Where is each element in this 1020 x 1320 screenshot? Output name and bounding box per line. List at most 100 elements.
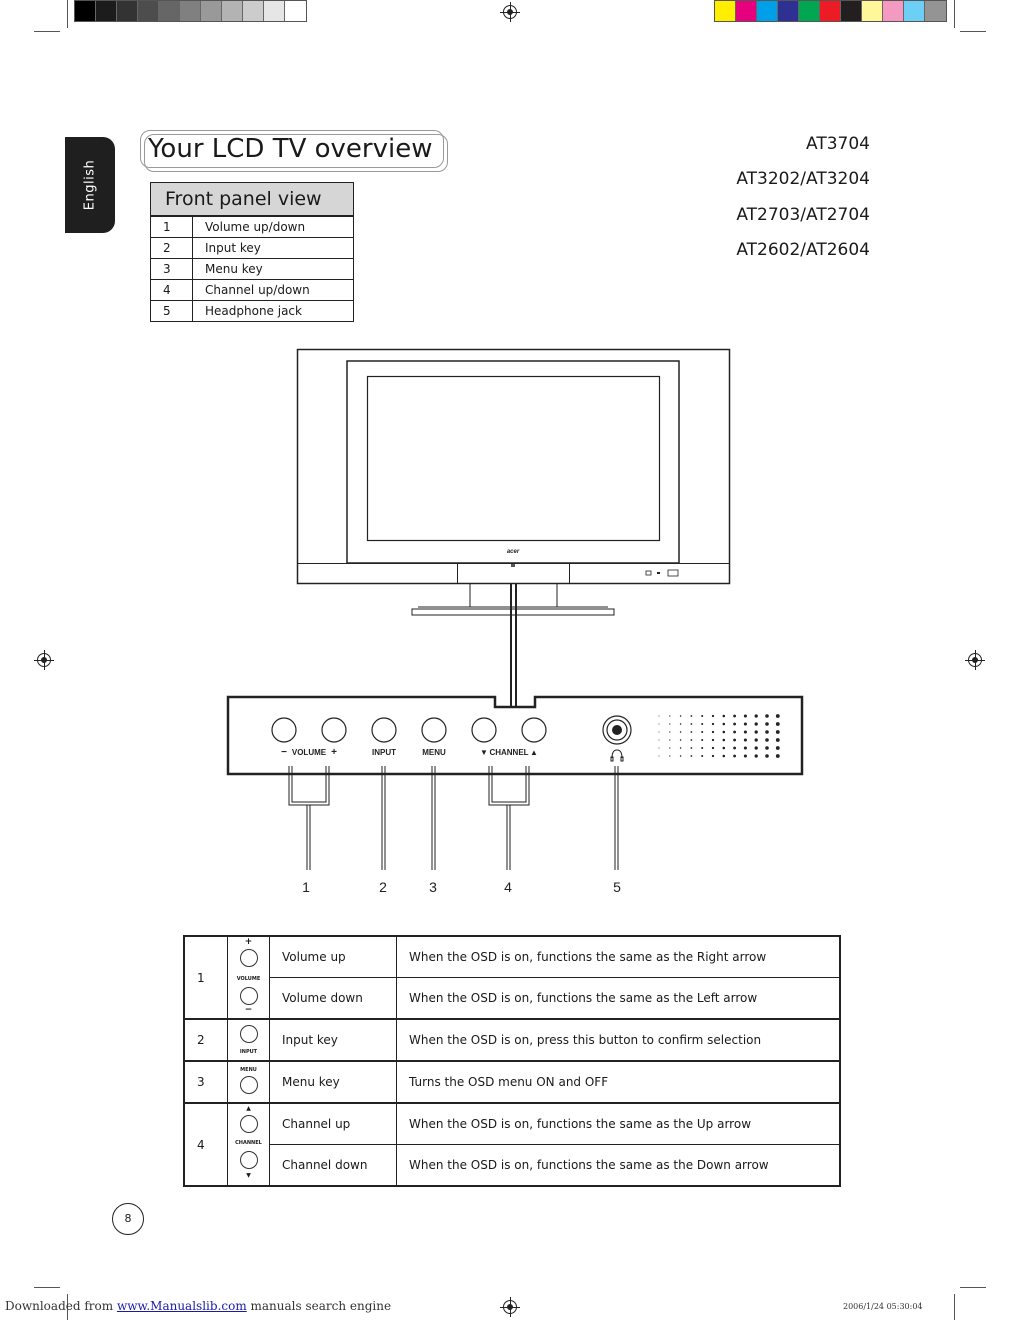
key-group-number: 3 <box>183 1060 228 1104</box>
color-swatch <box>180 1 201 21</box>
volume-icon-label: VOLUME <box>236 976 261 982</box>
speaker-hole <box>658 715 660 717</box>
callout-leader-lines <box>288 766 619 870</box>
color-swatch <box>159 1 180 21</box>
input-label: INPUT <box>372 748 396 757</box>
page-title: Your LCD TV overview <box>148 134 433 164</box>
color-swatch <box>883 1 904 21</box>
button-circle-icon <box>239 1076 258 1094</box>
callout-number: 5 <box>613 879 621 895</box>
table-row: 3 MENU Menu key Turns the OSD menu ON an… <box>183 1060 841 1104</box>
key-name: Channel up <box>269 1102 397 1145</box>
speaker-hole <box>733 754 737 758</box>
tv-illustration <box>296 348 731 616</box>
speaker-hole <box>711 722 715 726</box>
speaker-hole <box>754 714 758 718</box>
download-footer: Downloaded from www.Manualslib.com manua… <box>5 1299 391 1313</box>
speaker-hole <box>754 738 758 742</box>
key-name: Volume up <box>269 935 397 978</box>
table-row: 2 INPUT Input key When the OSD is on, pr… <box>183 1018 841 1062</box>
language-tab: English <box>65 137 115 233</box>
channel-up-button[interactable] <box>521 717 547 743</box>
speaker-hole <box>690 739 693 741</box>
volume-down-button[interactable] <box>271 717 297 743</box>
volume-key-icon: + VOLUME − <box>227 935 270 1020</box>
speaker-hole <box>711 730 715 734</box>
channel-down-label: ▼ <box>480 748 488 757</box>
button-circle-icon <box>239 949 258 967</box>
channel-label: CHANNEL <box>489 748 528 757</box>
input-button[interactable] <box>371 717 397 743</box>
channel-key-icon: ▲ CHANNEL ▼ <box>227 1102 270 1187</box>
color-swatch <box>285 1 306 21</box>
volume-up-button[interactable] <box>321 717 347 743</box>
color-swatch <box>715 1 736 21</box>
key-group-number: 4 <box>183 1102 228 1187</box>
speaker-hole <box>658 755 660 757</box>
speaker-hole <box>765 738 769 742</box>
registration-mark-icon <box>500 1297 520 1317</box>
speaker-hole <box>669 731 671 733</box>
color-swatch <box>264 1 285 21</box>
color-swatch <box>904 1 925 21</box>
color-swatch <box>925 1 946 21</box>
speaker-hole <box>754 746 758 750</box>
speaker-hole <box>743 738 747 742</box>
trim-mark <box>34 31 60 32</box>
speaker-hole <box>711 746 715 750</box>
speaker-hole <box>669 715 671 717</box>
color-swatch <box>778 1 799 21</box>
key-description: Turns the OSD menu ON and OFF <box>396 1060 841 1104</box>
speaker-hole <box>690 755 693 757</box>
grayscale-calibration-bar <box>74 0 307 22</box>
menu-button[interactable] <box>421 717 447 743</box>
key-description: When the OSD is on, functions the same a… <box>396 1102 841 1145</box>
row-label: Input key <box>192 237 354 259</box>
key-description: When the OSD is on, functions the same a… <box>396 977 841 1020</box>
speaker-hole <box>733 722 737 726</box>
key-function-table: 1 + VOLUME − Volume up When the OSD is o… <box>183 935 841 1187</box>
menu-icon-label: MENU <box>240 1067 257 1073</box>
speaker-hole <box>701 730 704 734</box>
table-row: 4 ▲ CHANNEL ▼ Channel up When the OSD is… <box>183 1102 841 1187</box>
speaker-hole <box>701 722 704 726</box>
registration-mark-icon <box>965 650 985 670</box>
volume-plus-label: + <box>331 747 337 758</box>
registration-mark-icon <box>500 2 520 22</box>
color-swatch <box>757 1 778 21</box>
key-name: Input key <box>269 1018 397 1062</box>
speaker-hole <box>765 754 769 758</box>
row-label: Headphone jack <box>192 300 354 322</box>
page-number: 8 <box>112 1203 144 1235</box>
speaker-grille <box>658 714 780 758</box>
button-circle-icon <box>239 1151 258 1169</box>
input-key-icon: INPUT <box>227 1018 270 1062</box>
speaker-hole <box>711 754 715 758</box>
speaker-hole <box>690 715 693 717</box>
speaker-hole <box>765 746 769 750</box>
headphone-jack[interactable] <box>602 715 632 745</box>
volume-minus-label: − <box>281 747 287 758</box>
callout-number: 2 <box>379 879 387 895</box>
channel-down-button[interactable] <box>471 717 497 743</box>
speaker-hole <box>775 738 780 742</box>
speaker-hole <box>743 746 747 750</box>
trim-mark <box>67 1294 68 1320</box>
model-name: AT2703/AT2704 <box>736 205 870 225</box>
color-swatch <box>222 1 243 21</box>
manualslib-link[interactable]: www.Manualslib.com <box>116 1299 247 1313</box>
speaker-hole <box>669 739 671 741</box>
table-row: Channel down When the OSD is on, functio… <box>184 1144 841 1187</box>
down-arrow-icon: ▼ <box>246 1172 251 1179</box>
speaker-hole <box>722 714 726 718</box>
speaker-hole <box>669 747 671 749</box>
color-swatch <box>841 1 862 21</box>
tv-stand-neck <box>457 563 570 584</box>
speaker-hole <box>722 738 726 742</box>
key-group-number: 1 <box>183 935 228 1020</box>
tv-brand-logo: acer <box>507 549 520 555</box>
speaker-hole <box>743 730 747 734</box>
channel-icon-label: CHANNEL <box>235 1140 262 1146</box>
headphone-icon <box>610 749 624 762</box>
